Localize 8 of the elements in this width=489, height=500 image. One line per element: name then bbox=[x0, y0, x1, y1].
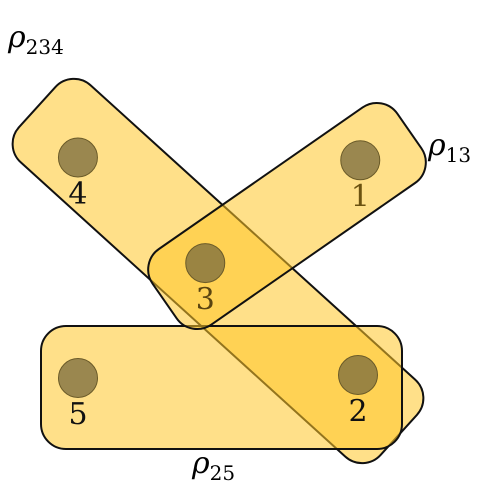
vertex-number: 2 bbox=[348, 395, 368, 429]
vertex-number: 3 bbox=[195, 283, 215, 317]
set-label: ρ$_{234}$ bbox=[8, 20, 64, 61]
set-label: ρ$_{25}$ bbox=[192, 446, 236, 487]
set-label: ρ$_{13}$ bbox=[428, 128, 472, 169]
vertex-number: 4 bbox=[68, 178, 88, 212]
vertex-number: 1 bbox=[350, 180, 370, 214]
vertex-number: 5 bbox=[68, 398, 88, 432]
